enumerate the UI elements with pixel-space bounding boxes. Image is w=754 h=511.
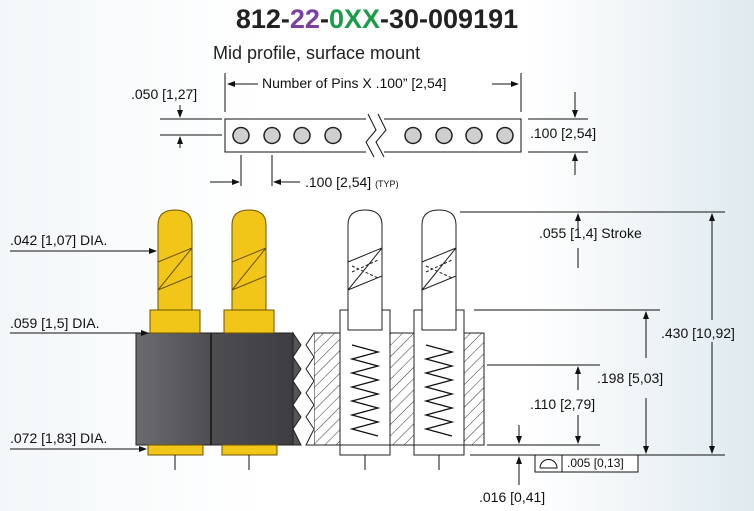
dim-typ-note: (TYP) <box>375 179 399 189</box>
part-pins: 0XX <box>328 4 380 34</box>
dim-lines-side <box>10 211 725 485</box>
flatness-symbol <box>534 454 639 473</box>
part-sep: - <box>319 4 329 34</box>
part-suffix: -30-009191 <box>380 4 519 34</box>
subtitle: Mid profile, surface mount <box>213 43 421 63</box>
dim-row-height: .100 [2,54] <box>530 125 597 141</box>
top-view-strip <box>224 113 522 158</box>
dim-base-dia: .072 [1,83] DIA. <box>10 430 108 446</box>
gold-pins <box>135 209 302 470</box>
dim-flatness: .005 [0,13] <box>567 456 624 470</box>
dim-pitch-left: .050 [1,27] <box>131 86 198 102</box>
dim-tip-dia: .042 [1,07] DIA. <box>10 232 108 248</box>
dim-stroke: .055 [1,4] Stroke <box>539 225 642 241</box>
dim-housing-height: .110 [2,79] <box>530 396 596 412</box>
dim-base-extension: .016 [0,41] <box>479 489 546 505</box>
dim-lines-top <box>160 73 588 186</box>
part-number-title: 812-22-0XX-30-009191 <box>0 4 754 35</box>
dim-pitch-typ: .100 [2,54] (TYP) <box>305 174 399 190</box>
dim-above-board: .198 [5,03] <box>597 370 664 386</box>
section-view <box>305 209 485 470</box>
part-series: 22 <box>289 4 320 34</box>
dim-pitch-typ-value: .100 [2,54] <box>305 174 372 190</box>
dim-pins-length: Number of Pins X .100” [2,54] <box>262 75 447 91</box>
dim-barrel-dia: .059 [1,5] DIA. <box>10 315 100 331</box>
part-prefix: 812- <box>235 4 290 34</box>
dim-overall-height: .430 [10,92] <box>661 325 735 341</box>
